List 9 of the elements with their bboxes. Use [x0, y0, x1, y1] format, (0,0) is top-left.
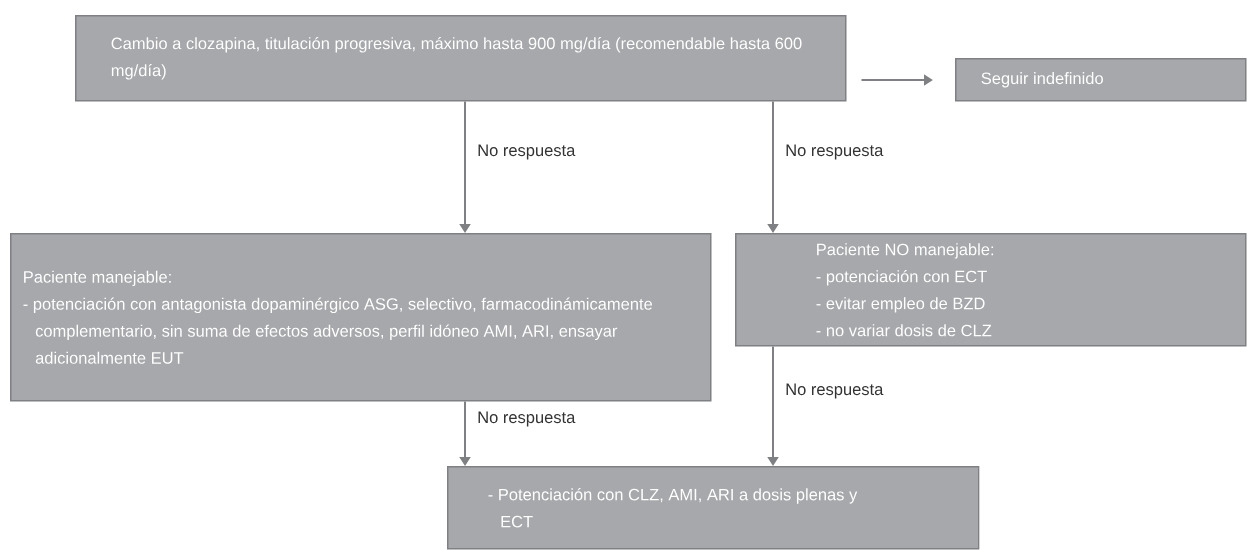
edge-label: No respuesta — [475, 142, 578, 162]
process-box: - Potenciación con CLZ, AMI, ARI a dosis plenas y ECT — [447, 466, 980, 550]
edge-label: No respuesta — [475, 409, 578, 429]
process-box: Cambio a clozapina, titulación progresiva, máximo hasta 900 mg/día (recomendable hasta 600 mg/día) — [75, 15, 847, 102]
edge-label: No respuesta — [783, 381, 886, 401]
process-box: Paciente manejable: - potenciación con antagonista dopaminérgico ASG, selectivo, farmacodinámicamente complementario, sin suma de efectos adversos, perfil idóneo AMI, ARI, ensayar adicionalmente EUT — [10, 233, 712, 402]
process-box: Paciente NO manejable: - potenciación con ECT - evitar empleo de BZD - no variar dosis de CLZ — [735, 233, 1247, 347]
edge-label: No respuesta — [783, 142, 886, 162]
process-box: Seguir indefinido — [955, 58, 1247, 102]
